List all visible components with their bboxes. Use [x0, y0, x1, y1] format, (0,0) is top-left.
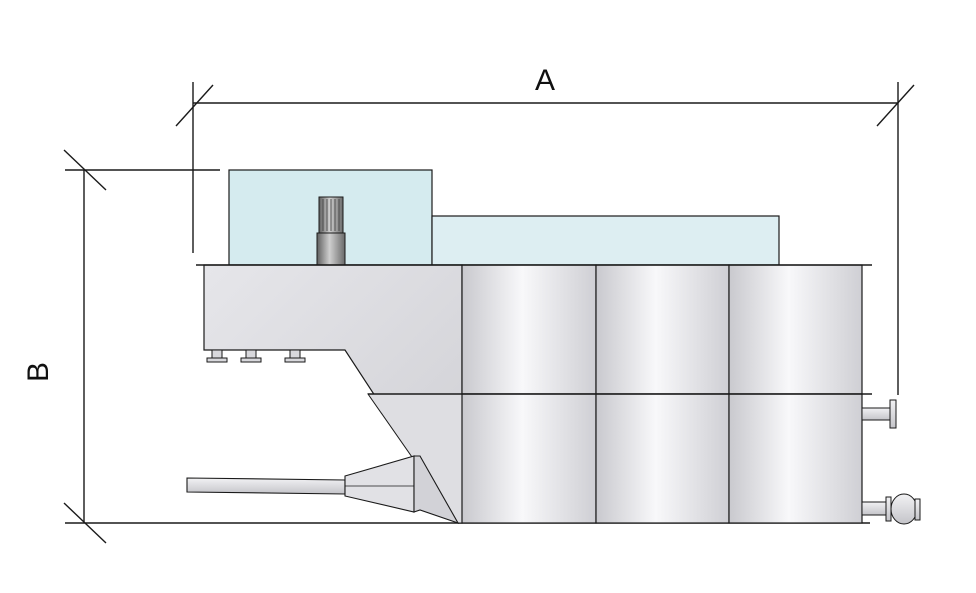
dimension-b-top-tick — [63, 149, 107, 191]
module-lower-1 — [461, 393, 597, 524]
module-lower-2 — [595, 393, 730, 524]
module-lower-3 — [728, 393, 863, 524]
module-upper-2 — [595, 264, 730, 395]
right-outlet-pump — [861, 493, 921, 525]
dimension-b-label: B — [22, 362, 55, 382]
module-upper-3 — [728, 264, 863, 395]
dimension-a-left-tick — [175, 84, 214, 127]
module-upper-1 — [461, 264, 597, 395]
dimension-a — [175, 82, 915, 395]
bottom-nozzles — [206, 349, 306, 363]
top-tank-low — [431, 215, 780, 266]
dimension-a-right-tick — [876, 84, 915, 127]
motor-icon — [316, 196, 346, 270]
dimension-a-label: A — [535, 64, 555, 97]
inclined-feed-pipe — [186, 455, 460, 524]
right-outlet-pipe-upper — [861, 399, 897, 429]
filter-modules — [461, 264, 863, 524]
